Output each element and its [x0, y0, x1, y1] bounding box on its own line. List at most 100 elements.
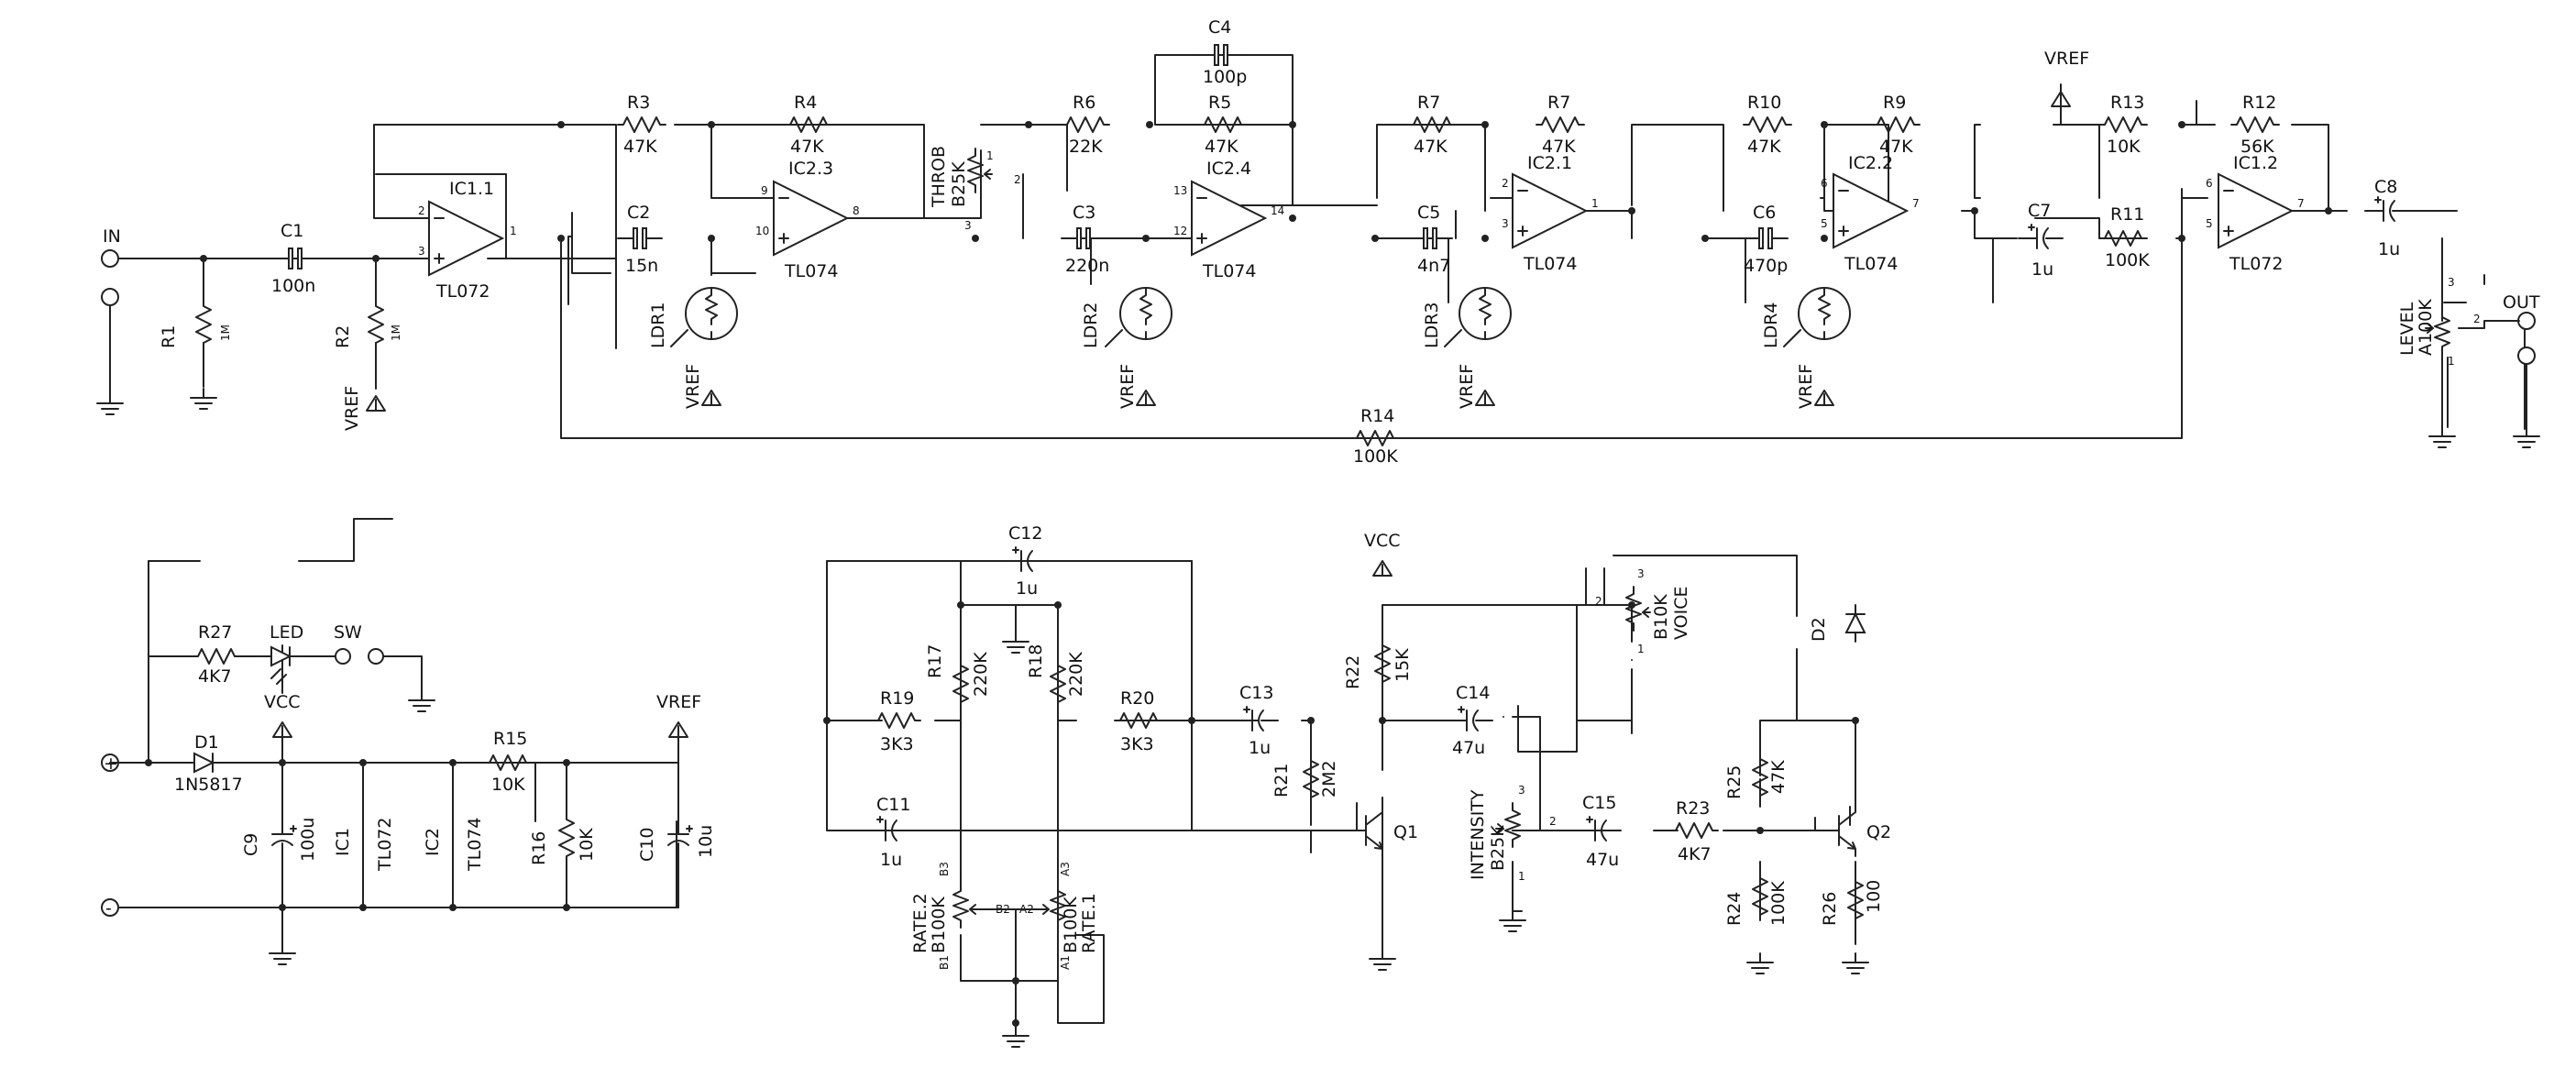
svg-text:R23: R23 [1676, 798, 1710, 819]
svg-text:Q1: Q1 [1393, 822, 1418, 842]
jack-in[interactable]: IN [96, 226, 124, 415]
svg-text:3: 3 [1637, 567, 1645, 580]
svg-text:3: 3 [1502, 217, 1509, 230]
svg-text:TL074: TL074 [1202, 261, 1256, 281]
ldr-4 [1783, 287, 1851, 347]
resistor-r10 [1743, 116, 1792, 133]
power-jack-minus[interactable]: - [101, 898, 119, 918]
svg-text:D1: D1 [194, 732, 219, 753]
svg-text:56K: 56K [2240, 137, 2274, 157]
svg-text:47K: 47K [1747, 137, 1781, 157]
capacitor-c7 [2018, 224, 2064, 249]
svg-text:3K3: 3K3 [1120, 734, 1154, 754]
jack-out[interactable]: OUT [2503, 292, 2540, 448]
svg-text:R4: R4 [794, 93, 817, 113]
svg-text:2: 2 [1502, 177, 1509, 190]
svg-text:TL072: TL072 [2229, 254, 2283, 274]
svg-text:2: 2 [2473, 313, 2481, 325]
svg-text:2: 2 [1014, 173, 1021, 186]
opamp-ic1-1: IC1.1 TL072 2 3 1 [418, 179, 517, 302]
svg-text:2: 2 [418, 204, 425, 217]
diode-d2 [1845, 604, 1866, 643]
resistor-r2 [368, 300, 384, 349]
svg-text:-: - [105, 898, 112, 918]
svg-text:2M2: 2M2 [1319, 760, 1339, 798]
svg-text:22K: 22K [1069, 137, 1103, 157]
svg-text:IC1.2: IC1.2 [2233, 153, 2278, 173]
svg-text:10K: 10K [577, 828, 597, 862]
junction-dots [145, 121, 2332, 1027]
transistor-q2 [1829, 804, 1856, 857]
svg-text:R16: R16 [529, 831, 549, 865]
svg-text:B25K: B25K [1488, 825, 1508, 871]
svg-text:VREF: VREF [2044, 49, 2089, 69]
pot-rate2[interactable] [952, 883, 978, 929]
resistor-r1 [195, 300, 212, 349]
switch[interactable] [298, 648, 423, 692]
svg-text:3: 3 [418, 245, 425, 258]
svg-text:C10: C10 [637, 828, 657, 862]
svg-text:VCC: VCC [1364, 531, 1401, 551]
svg-text:C4: C4 [1208, 17, 1231, 38]
svg-text:R24: R24 [1724, 892, 1745, 926]
svg-text:B100K: B100K [929, 896, 949, 953]
transistor-q1 [1356, 804, 1383, 857]
svg-text:3: 3 [2448, 276, 2455, 289]
svg-text:IC2.4: IC2.4 [1206, 159, 1251, 179]
svg-text:100K: 100K [1353, 446, 1398, 467]
svg-text:10: 10 [755, 225, 769, 237]
svg-text:B3: B3 [938, 862, 951, 876]
svg-text:R12: R12 [2242, 93, 2276, 113]
svg-text:470p: 470p [1744, 256, 1788, 276]
opamp-ic2-4: IC2.4 TL074 13 12 14 [1173, 159, 1284, 281]
svg-text:1: 1 [510, 225, 517, 237]
svg-text:R19: R19 [880, 688, 914, 709]
svg-text:C12: C12 [1008, 523, 1042, 544]
svg-text:C13: C13 [1239, 683, 1273, 703]
svg-text:6: 6 [2206, 177, 2213, 190]
svg-text:15K: 15K [1393, 648, 1413, 682]
capacitor-c11 [866, 816, 912, 842]
svg-text:6: 6 [1821, 177, 1828, 190]
svg-text:LDR4: LDR4 [1761, 302, 1781, 348]
vref-ldr2 [1136, 390, 1156, 406]
svg-text:R10: R10 [1747, 93, 1781, 113]
pot-voice[interactable] [1625, 586, 1651, 632]
opamp-ic2-3: IC2.3 TL074 9 10 8 [755, 159, 860, 281]
svg-text:C11: C11 [876, 795, 910, 815]
svg-text:VREF: VREF [683, 364, 703, 409]
svg-text:LDR1: LDR1 [648, 302, 668, 348]
capacitor-c10 [667, 815, 693, 861]
svg-text:SW: SW [334, 622, 362, 643]
svg-text:1u: 1u [1249, 738, 1271, 758]
svg-text:220K: 220K [1066, 652, 1086, 697]
svg-text:1u: 1u [880, 850, 902, 870]
svg-text:R5: R5 [1208, 93, 1231, 113]
capacitor-c9 [271, 815, 297, 861]
ldr-1 [670, 287, 738, 347]
svg-text:VREF: VREF [1117, 364, 1138, 409]
svg-text:LED: LED [270, 622, 303, 643]
resistor-r13 [2098, 116, 2148, 133]
svg-text:220n: 220n [1065, 256, 1109, 276]
svg-text:C7: C7 [2028, 201, 2051, 221]
svg-text:LDR3: LDR3 [1422, 302, 1442, 348]
svg-text:R20: R20 [1120, 688, 1154, 709]
svg-text:47K: 47K [1879, 137, 1913, 157]
svg-text:4K7: 4K7 [1678, 844, 1712, 864]
c1-label: C1 [281, 221, 303, 241]
svg-text:R13: R13 [2110, 93, 2144, 113]
svg-text:1: 1 [1518, 870, 1525, 883]
svg-text:14: 14 [1271, 204, 1284, 217]
svg-text:15n: 15n [625, 256, 658, 276]
svg-text:R18: R18 [1026, 644, 1046, 678]
svg-text:47K: 47K [1414, 137, 1448, 157]
svg-text:2: 2 [1595, 595, 1602, 608]
svg-text:RATE.2: RATE.2 [910, 893, 930, 953]
svg-text:Q2: Q2 [1866, 822, 1891, 842]
svg-text:1: 1 [1591, 197, 1599, 210]
svg-text:3: 3 [1518, 784, 1525, 797]
svg-text:9: 9 [761, 184, 768, 197]
svg-text:7: 7 [1912, 197, 1920, 210]
svg-text:R6: R6 [1073, 93, 1095, 113]
